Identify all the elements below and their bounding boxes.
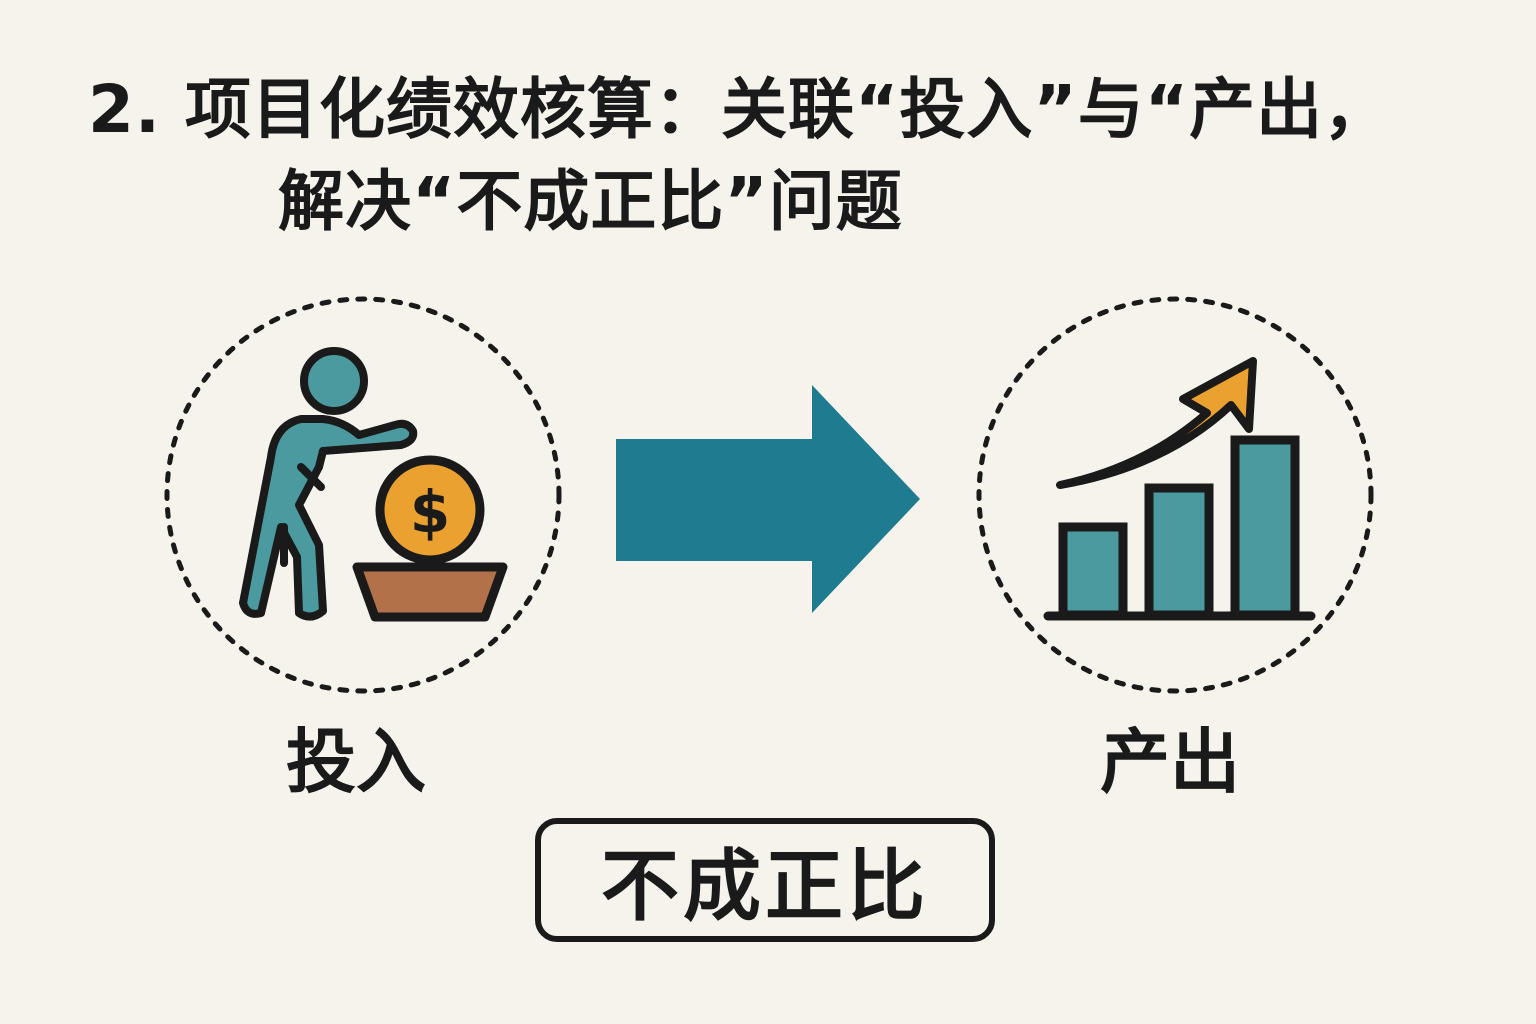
input-node: $	[163, 295, 563, 695]
dotted-circle-border	[164, 296, 562, 694]
trend-arrow	[1056, 357, 1257, 489]
dotted-circle-border	[976, 296, 1374, 694]
title-line-1: 2. 项目化绩效核算：关联“投入”与“产出，	[88, 71, 1391, 148]
bar-1	[1058, 522, 1128, 620]
right-arrow-icon	[616, 385, 920, 613]
output-label: 产出	[1100, 721, 1240, 803]
title-line-2: 解决“不成正比”问题	[278, 163, 903, 240]
person-depositing-coin-icon: $	[164, 296, 562, 694]
coin	[375, 455, 485, 565]
bar-2	[1144, 483, 1214, 620]
input-label: 投入	[286, 721, 426, 803]
person-body	[239, 415, 418, 621]
person-head	[300, 347, 368, 415]
result-badge: 不成正比	[535, 818, 995, 942]
svg-text:$: $	[410, 478, 450, 546]
bar-3	[1230, 435, 1300, 620]
growth-bar-chart-icon	[976, 296, 1374, 694]
basket	[352, 562, 508, 622]
result-label: 不成正比	[600, 842, 929, 932]
output-node	[975, 295, 1375, 695]
